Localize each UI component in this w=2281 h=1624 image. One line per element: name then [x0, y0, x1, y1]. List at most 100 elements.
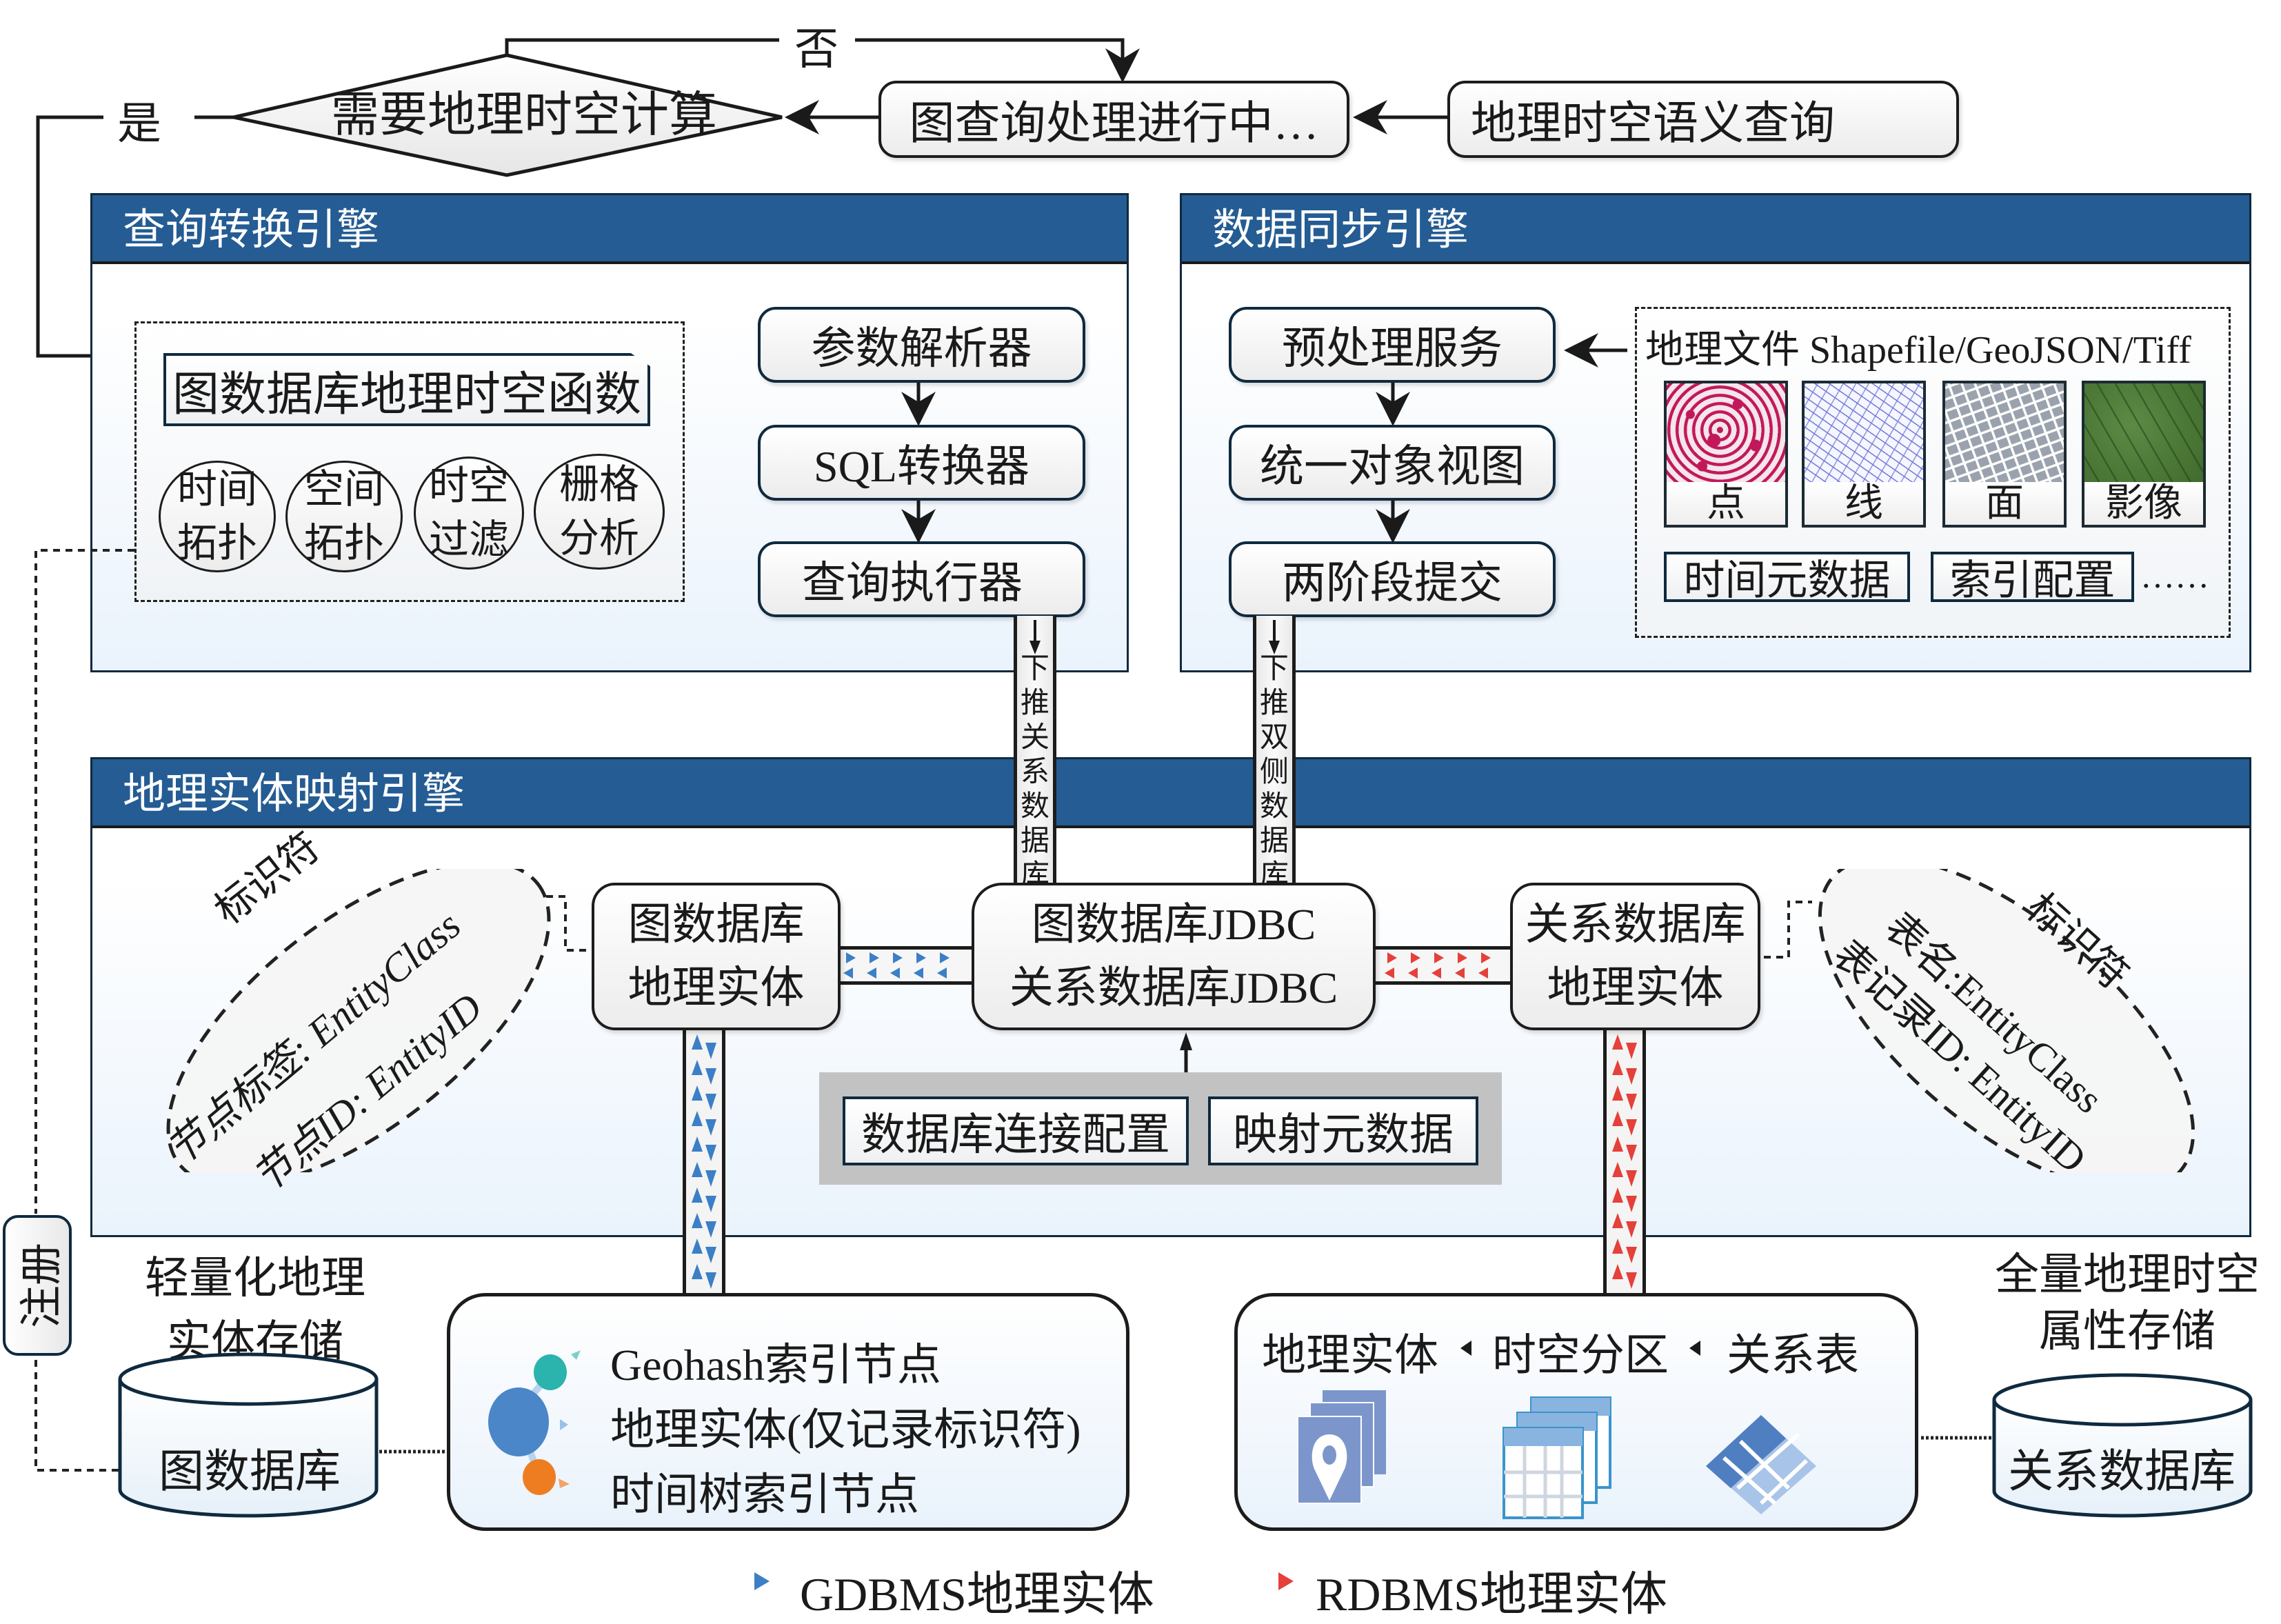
time-metadata-tag: 时间元数据: [1664, 552, 1910, 603]
line-map-image: [1805, 383, 1923, 487]
gdbms-vertical-channel: [683, 1027, 725, 1295]
geo-entity-node: 地理实体(仅记录标识符): [610, 1405, 1081, 1454]
more-ellipsis: ……: [2140, 557, 2209, 595]
param-parser-box: 参数解析器: [758, 307, 1085, 383]
geohash-index-node: Geohash索引节点: [610, 1341, 941, 1390]
unified-view-box: 统一对象视图: [1229, 425, 1556, 501]
down-arrow-mark: [1626, 1247, 1637, 1263]
sql-converter-box: SQL转换器: [758, 425, 1085, 501]
full-storage-caption: 全量地理时空 属性存储: [1995, 1250, 2260, 1356]
graph-db-label: 图数据库: [159, 1447, 341, 1497]
rdbms-vertical-channel: [1603, 1027, 1646, 1295]
graph-node-icon: [488, 1350, 581, 1495]
semantic-query-box: 地理时空语义查询: [1447, 81, 1959, 158]
relational-db-label: 关系数据库: [2008, 1447, 2235, 1497]
register-label-box: 注册: [3, 1215, 72, 1356]
up-arrow-mark: [692, 1162, 703, 1177]
no-branch-line: [505, 38, 779, 55]
gdbms-legend-icon: [754, 1572, 770, 1590]
left-triangle-icon: [1460, 1341, 1471, 1356]
rdbms-legend-icon: [1278, 1572, 1294, 1590]
relational-db-cylinder-icon: [1992, 1373, 2253, 1518]
graph-geo-entity-box: 图数据库 地理实体: [592, 883, 841, 1030]
up-arrow-mark: [1612, 1136, 1623, 1152]
function-temporal-topology: 时间 拓扑: [159, 461, 276, 572]
rdbms-vertical-arrows-icon: [1612, 1034, 1637, 1289]
up-arrow-mark: [1612, 1239, 1623, 1254]
yes-branch-line: [36, 115, 134, 373]
graph-storage-panel: [447, 1293, 1129, 1531]
processing-box: 图查询处理进行中…: [878, 81, 1349, 158]
down-arrow-mark: [705, 1094, 716, 1110]
function-raster-analysis: 栅格 分析: [534, 454, 665, 570]
pushdown-both-label: 下推双侧数据库: [1259, 653, 1289, 892]
down-arrow-icon: [1029, 620, 1041, 654]
partition-grid-icon: [1706, 1415, 1816, 1514]
pushdown-both-pipe: 下推双侧数据库: [1253, 616, 1296, 892]
up-arrow-mark: [1612, 1085, 1623, 1101]
up-arrow-mark: [692, 1136, 703, 1152]
down-arrow-mark: [1626, 1094, 1637, 1110]
map-pin-stack-icon: [1297, 1390, 1386, 1504]
up-arrow-mark: [1612, 1187, 1623, 1203]
thumb-line: 线: [1802, 381, 1926, 528]
thumb-imagery: 影像: [2082, 381, 2206, 528]
imagery-image: [2084, 383, 2203, 487]
up-arrow-mark: [692, 1187, 703, 1203]
down-arrow-mark: [705, 1145, 716, 1161]
down-arrow-mark: [1626, 1221, 1637, 1238]
pushdown-relational-label: 下推关系数据库: [1020, 653, 1049, 892]
rel-spatiotemporal-partition: 时空分区: [1492, 1331, 1669, 1380]
preprocess-box: 预处理服务: [1229, 307, 1556, 383]
point-map-image: [1667, 383, 1785, 487]
up-arrow-mark: [1612, 1034, 1623, 1050]
up-arrow-mark: [692, 1213, 703, 1228]
query-engine-title: 查询转换引擎: [92, 195, 1127, 264]
entity-node: [488, 1387, 549, 1456]
down-arrow-mark: [705, 1247, 716, 1263]
down-arrow-mark: [705, 1043, 716, 1059]
flow-connectors: [36, 38, 1447, 373]
rdbms-horizontal-channel: [1372, 946, 1514, 985]
mapping-metadata: 映射元数据: [1208, 1096, 1478, 1165]
time-tree-index-node: 时间树索引节点: [610, 1470, 919, 1519]
graph-geo-function-box: 图数据库地理时空函数: [163, 353, 650, 426]
geo-files-label: 地理文件 Shapefile/GeoJSON/Tiff: [1645, 329, 2191, 372]
gdbms-vertical-arrows-icon: [692, 1034, 716, 1289]
rel-db-connector: [1921, 1436, 1997, 1440]
config-to-jdbc-arrow: [1180, 1032, 1192, 1076]
up-arrow-mark: [1612, 1213, 1623, 1228]
down-arrow-mark: [1626, 1272, 1637, 1289]
thumb-point: 点: [1664, 381, 1788, 528]
function-spatial-topology: 空间 拓扑: [285, 461, 403, 572]
rdbms-arrows-icon: [1385, 952, 1491, 979]
db-connection-config: 数据库连接配置: [843, 1096, 1189, 1165]
pushdown-relational-pipe: 下推关系数据库: [1014, 616, 1056, 892]
down-arrow-mark: [705, 1272, 716, 1289]
yes-label: 是: [117, 99, 161, 148]
rel-geo-entity: 地理实体: [1262, 1331, 1438, 1380]
rdbms-legend-label: RDBMS地理实体: [1316, 1568, 1668, 1621]
up-arrow-mark: [1612, 1162, 1623, 1177]
register-label: 注册: [19, 1242, 66, 1329]
decision-label: 需要地理时空计算: [331, 89, 717, 142]
down-arrow-mark: [705, 1221, 716, 1238]
relational-geo-entity-box: 关系数据库 地理实体: [1510, 883, 1760, 1030]
up-arrow-mark: [692, 1264, 703, 1279]
gdbms-legend-label: GDBMS地理实体: [800, 1568, 1154, 1621]
thumb-polygon: 面: [1942, 381, 2067, 528]
down-arrow-mark: [1626, 1119, 1637, 1136]
register-connector: [34, 549, 447, 1472]
down-arrow-mark: [1626, 1196, 1637, 1212]
down-arrow-mark: [705, 1170, 716, 1187]
down-arrow-icon: [1269, 620, 1280, 654]
down-arrow-mark: [705, 1119, 716, 1136]
right-identifier-ellipse: [1764, 869, 2195, 1172]
mapping-engine-title: 地理实体映射引擎: [92, 759, 2249, 828]
down-arrow-mark: [1626, 1043, 1637, 1059]
up-arrow-mark: [692, 1034, 703, 1050]
table-stack-icon: [1503, 1396, 1611, 1519]
down-arrow-mark: [1626, 1170, 1637, 1187]
function-spatiotemporal-filter: 时空 过滤: [414, 457, 524, 570]
left-triangle-icon: [1689, 1341, 1700, 1356]
